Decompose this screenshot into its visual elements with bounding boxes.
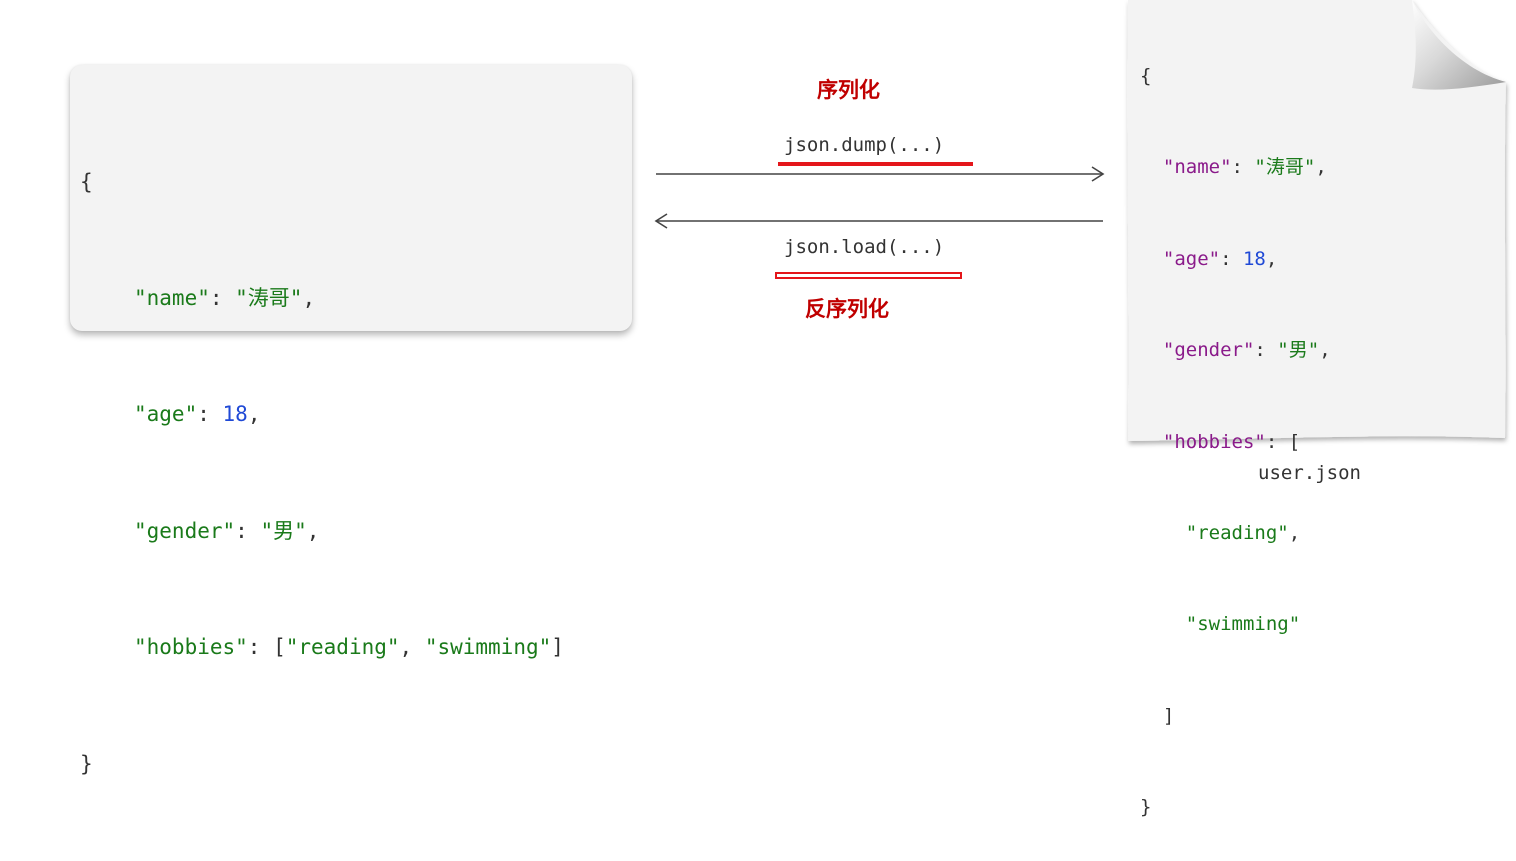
document-icon <box>1127 0 1506 441</box>
file-line-list-close: ] <box>1140 696 1331 743</box>
code-line-age: "age": 18, <box>134 402 261 427</box>
left-arrow-icon <box>654 213 1103 229</box>
file-line-swimming: "swimming" <box>1140 604 1331 651</box>
file-hobbies-close: ] <box>1162 704 1175 727</box>
json-load-function: json.load(...) <box>784 236 945 258</box>
file-hobby-reading: "reading" <box>1185 521 1289 544</box>
file-age-value: 18 <box>1242 247 1266 270</box>
gender-key: "gender" <box>134 518 236 543</box>
hobby-swimming: "swimming" <box>424 635 552 660</box>
json-dump-function: json.dump(...) <box>784 134 945 156</box>
age-key: "age" <box>134 402 198 427</box>
file-line-age: "age": 18, <box>1162 247 1278 270</box>
code-line-gender: "gender": "男", <box>134 518 320 543</box>
file-open-brace: { <box>1140 65 1152 87</box>
json-file-content: { "name": "涛哥", "age": 18, "gender": "男"… <box>1140 12 1331 857</box>
file-line-close: } <box>1140 787 1331 834</box>
age-value: 18 <box>222 402 248 427</box>
file-name-key: "name" <box>1162 156 1232 179</box>
deserialize-label: 反序列化 <box>805 297 889 321</box>
file-age-key: "age" <box>1162 247 1221 270</box>
python-dict-card: { "name": "涛哥", "age": 18, "gender": "男"… <box>70 65 632 776</box>
file-close-brace: } <box>1140 796 1152 819</box>
file-name-label: user.json <box>1258 462 1361 484</box>
file-line-name: "name": "涛哥", <box>1162 156 1327 179</box>
code-line-close: } <box>80 745 564 784</box>
conversion-arrows <box>654 166 1105 229</box>
code-line-hobbies: "hobbies": ["reading", "swimming"] <box>134 635 564 660</box>
hobbies-key: "hobbies" <box>134 635 248 660</box>
hobby-reading: "reading" <box>285 635 400 660</box>
open-brace: { <box>80 169 93 194</box>
file-line-hobbies: "hobbies": [ <box>1162 430 1301 453</box>
serialize-underline <box>778 162 973 166</box>
file-hobbies-open: [ <box>1288 430 1301 453</box>
code-line-name: "name": "涛哥", <box>134 285 316 310</box>
code-line-open: { <box>80 163 564 202</box>
file-gender-value: "男" <box>1277 339 1320 362</box>
file-line-open: { <box>1140 56 1331 103</box>
file-line-reading: "reading", <box>1185 521 1301 544</box>
file-gender-key: "gender" <box>1162 339 1255 362</box>
name-value: "涛哥" <box>235 285 303 310</box>
file-hobbies-key: "hobbies" <box>1162 430 1266 453</box>
serialize-label: 序列化 <box>817 78 880 102</box>
file-line-gender: "gender": "男", <box>1162 339 1331 362</box>
file-name-value: "涛哥" <box>1254 156 1316 179</box>
file-hobby-swimming: "swimming" <box>1185 613 1301 636</box>
gender-value: "男" <box>260 518 307 543</box>
name-key: "name" <box>134 285 210 310</box>
deserialize-underline <box>775 272 962 279</box>
right-arrow-icon <box>656 166 1105 182</box>
close-brace: } <box>80 751 93 776</box>
